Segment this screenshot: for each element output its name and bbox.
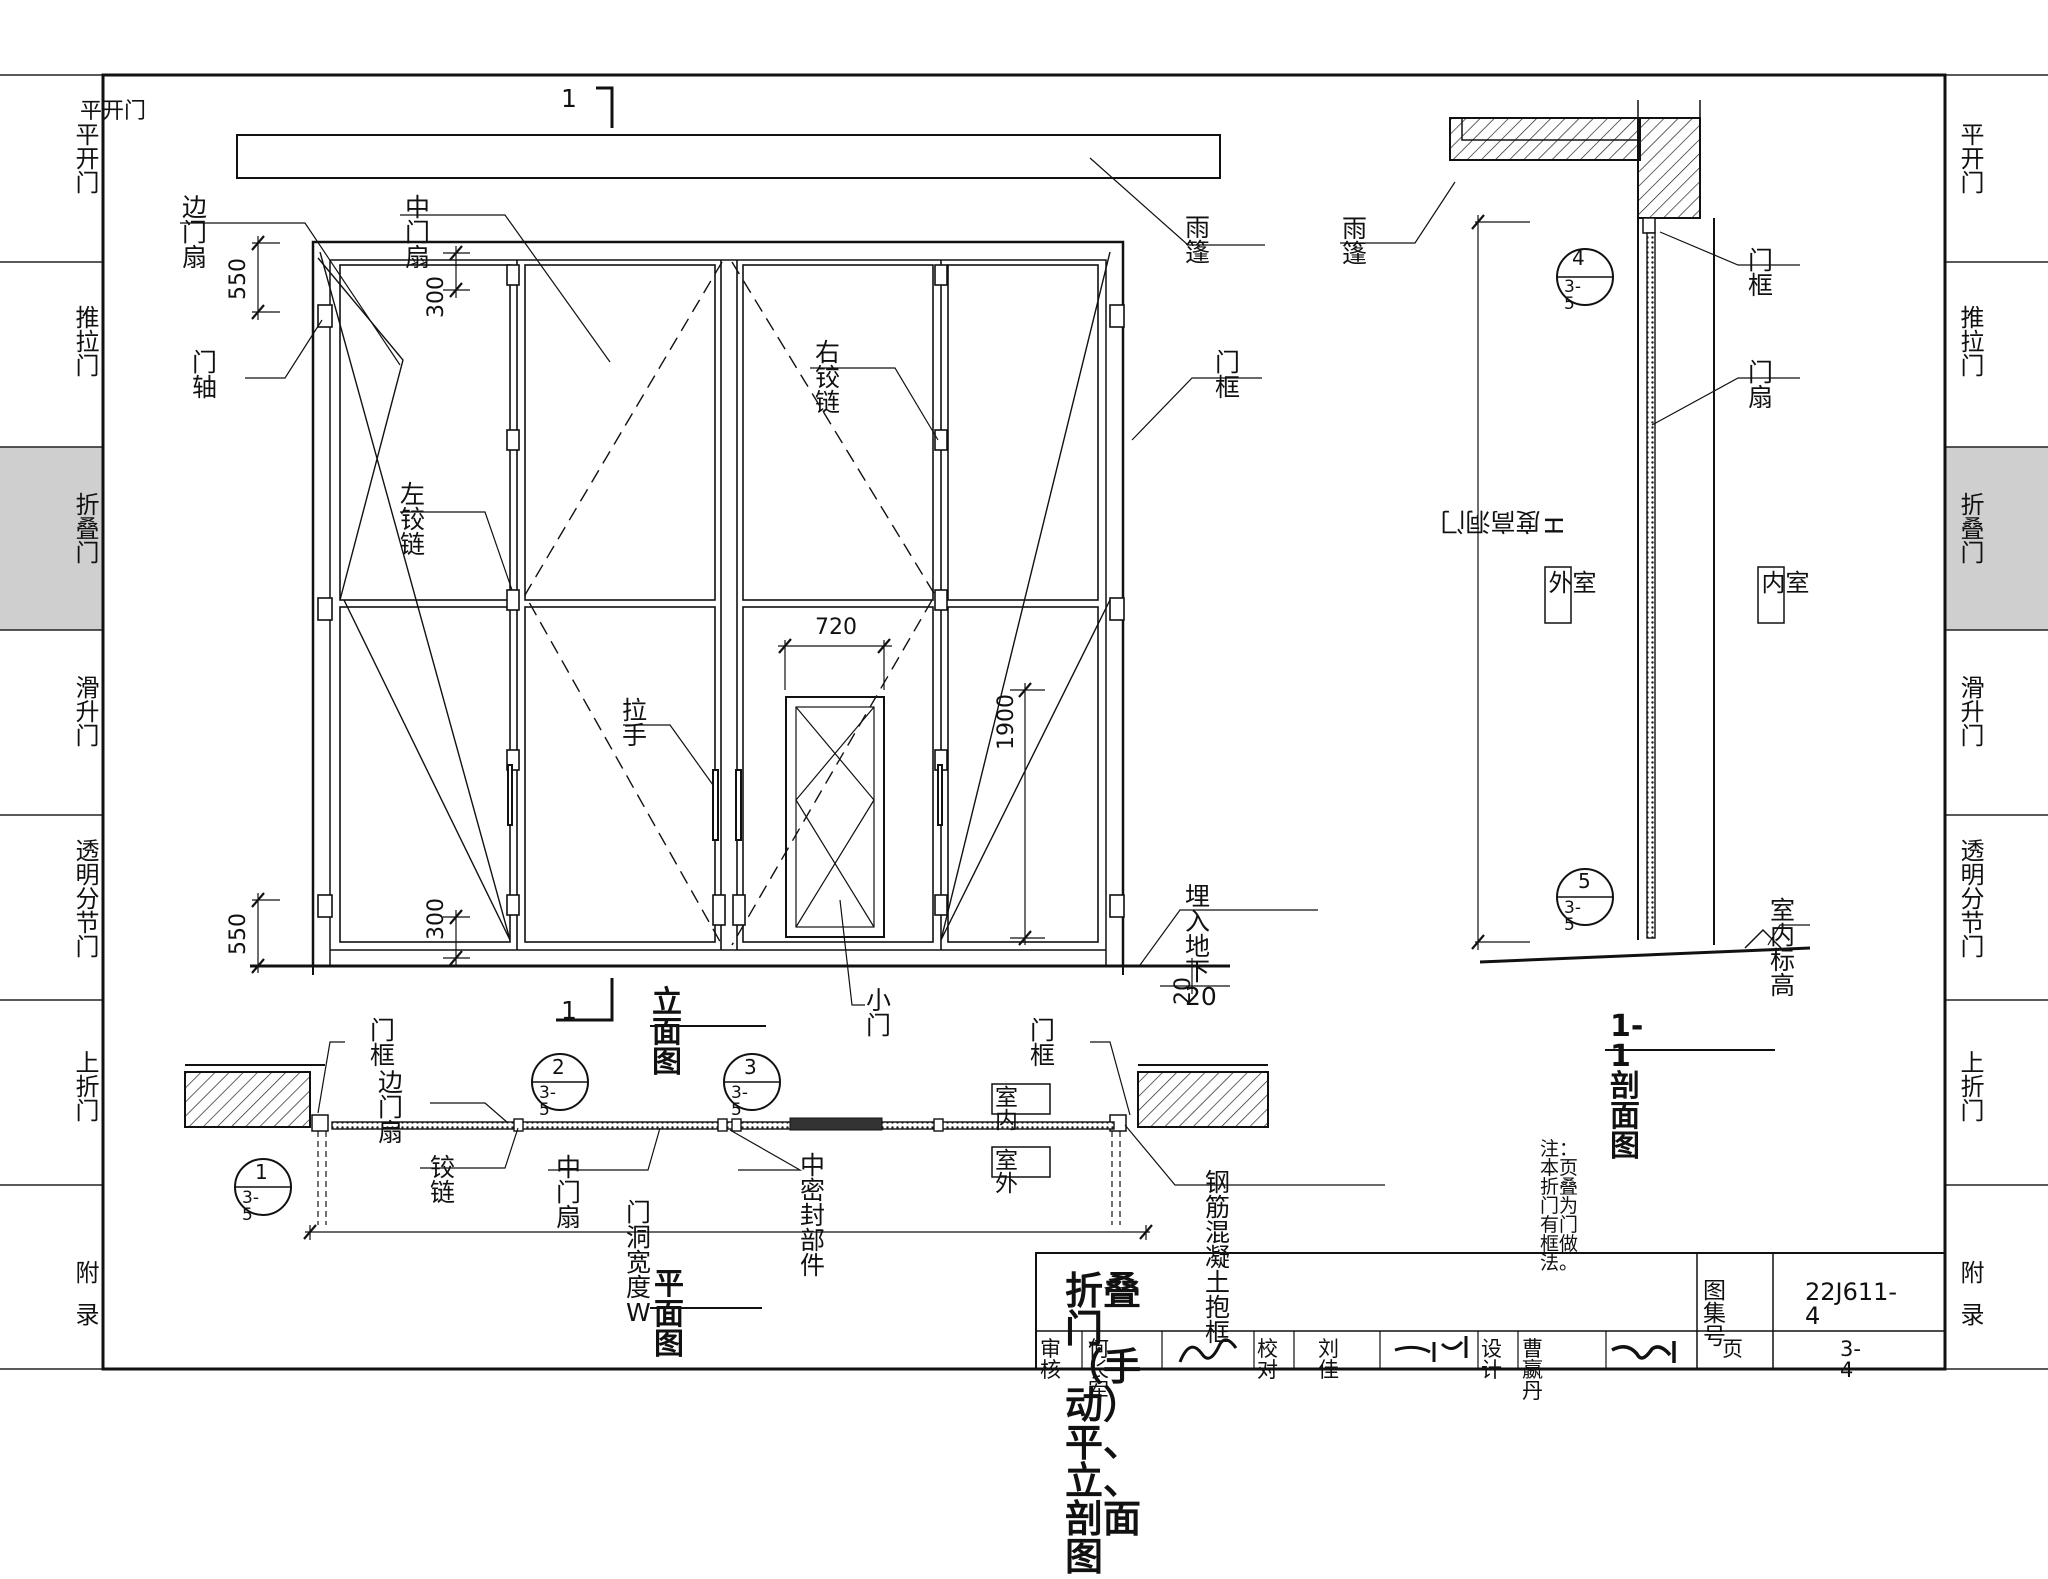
section-mark-bottom: 1 [561,996,577,1025]
dim-1900: 1900 [994,694,1019,750]
label-handle: 拉手 [622,696,648,750]
label-plan-rc-frame: 钢筋混凝土抱框 [1205,1168,1231,1347]
hinges [317,264,1125,926]
label-section-leaf: 门扇 [1748,358,1774,412]
tab-right-6[interactable]: 附录 [1956,1260,1984,1344]
design-label: 设计 [1481,1337,1502,1382]
tab-right-5[interactable]: 上折门 [1956,1050,1984,1122]
label-plan-hinge: 铰链 [430,1153,456,1207]
dim-300-top: 300 [424,276,449,318]
tab-left-2[interactable]: 折叠门 [71,492,99,564]
drawing-sheet: 平开门 [0,73,2048,1371]
label-embed: 埋入地下20 [1185,882,1217,1011]
ref-3-num: 3 [744,1055,757,1079]
tab-right-3[interactable]: 滑升门 [1956,675,1984,747]
dim-550-bottom: 550 [226,913,251,955]
tab-right-0[interactable]: 平开门 [1956,122,1984,194]
left-tab-labels: 平开门 [80,99,146,124]
ref-1-num: 1 [255,1160,268,1184]
dim-300-bottom: 300 [424,898,449,940]
label-plan-seal: 中密封部件 [800,1151,826,1280]
sheet-border [101,73,1947,1371]
reviewer-name: 何长军 [1088,1337,1109,1403]
label-plan-middle-leaf: 中门扇 [556,1153,582,1232]
label-wicket-door: 小门 [866,986,892,1040]
label-section-frame: 门框 [1748,246,1774,300]
door-leaves [330,260,1106,951]
ref-4-num: 4 [1572,246,1585,270]
label-side-leaf: 边门扇 [182,193,208,272]
label-plan-frame-left: 门框 [370,1016,396,1070]
elevation-view [180,86,1318,1027]
tab-left-0[interactable]: 平开门 [71,122,99,194]
label-plan-outdoor: 室外 [995,1148,1018,1197]
pull-handles [507,764,943,841]
label-plan-side-leaf: 边门扇 [378,1068,404,1147]
label-indoor: 室内 [1757,570,1809,594]
section-view [1340,100,1811,1051]
checker-name: 刘佳 [1318,1337,1339,1382]
tab-left-swing[interactable]: 平开门 [80,99,146,124]
label-right-hinge: 右铰链 [815,338,841,417]
label-plan-width: 门洞宽度W [626,1198,652,1327]
tab-right-4[interactable]: 透明分节门 [1956,838,1984,958]
page-number: 3-4 [1840,1337,1861,1382]
page-label: 页 [1722,1337,1743,1361]
tab-left-3[interactable]: 滑升门 [71,675,99,747]
label-plan-indoor: 室内 [995,1085,1018,1134]
atlas-number: 22J611-4 [1805,1278,1898,1330]
sheet-title: 折叠门（手动）平、立、剖面图 [1065,1269,1142,1579]
label-canopy: 雨篷 [1185,213,1211,267]
designer-name: 曹嬴丹 [1522,1337,1543,1403]
section-leaf [1646,232,1656,939]
right-tab-column [1945,74,2048,1370]
ref-2-num: 2 [552,1055,565,1079]
dim-20: 20 [1171,977,1196,1005]
ref-5-page: 3-5 [1564,898,1581,935]
tab-left-4[interactable]: 透明分节门 [71,838,99,958]
label-pivot: 门轴 [192,348,218,402]
tab-right-2[interactable]: 折叠门 [1956,492,1984,564]
section-title: 1-1剖面图 [1610,1009,1644,1164]
tab-right-1[interactable]: 推拉门 [1956,305,1984,377]
active-tab-bg-right [1945,447,2048,630]
label-middle-leaf: 中门扇 [405,193,431,272]
ref-4-page: 3-5 [1564,277,1581,314]
label-frame: 门框 [1215,348,1241,402]
label-plan-frame-right: 门框 [1030,1016,1056,1070]
label-floor-level: 室内标高 [1770,896,1796,1000]
ref-2-page: 3-5 [539,1083,556,1120]
door-frame [311,240,1125,968]
label-outdoor: 室外 [1544,570,1596,594]
canopy-bar [236,134,1221,179]
elevation-title: 立面图 [652,985,682,1080]
ref-5-num: 5 [1578,869,1591,893]
tab-left-5[interactable]: 上折门 [71,1050,99,1122]
wicket-door [785,696,885,938]
section-mark-top: 1 [561,84,577,113]
review-label: 审核 [1040,1337,1061,1382]
left-tab-column [0,74,103,1370]
active-tab-bg-left [0,447,103,630]
label-section-canopy: 雨篷 [1342,214,1368,268]
title-block [1035,1252,1946,1370]
label-left-hinge: 左铰链 [400,480,426,559]
plan-title: 平面图 [654,1267,684,1362]
plan-view [184,1041,1385,1309]
page-note: 注：本页折叠门为有门框做法。 [1540,1138,1579,1274]
atlas-label: 图集号 [1703,1278,1726,1350]
dim-550-top: 550 [226,258,251,300]
check-label: 校对 [1257,1337,1278,1382]
ref-3-page: 3-5 [731,1083,748,1120]
tab-left-6[interactable]: 附录 [71,1260,99,1344]
ref-1-page: 3-5 [242,1188,259,1225]
dim-720: 720 [815,615,857,640]
tab-left-1[interactable]: 推拉门 [71,305,99,377]
label-height: 门洞高度H [1440,510,1569,535]
